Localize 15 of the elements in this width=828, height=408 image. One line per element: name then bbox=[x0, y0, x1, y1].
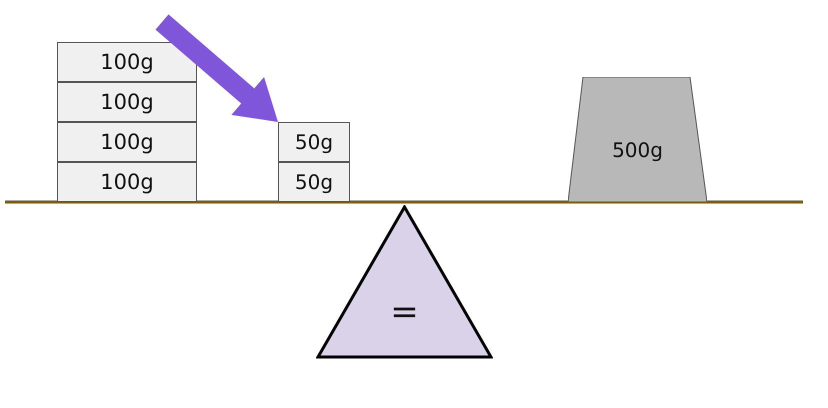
equals-sign: = bbox=[390, 292, 419, 332]
weight-block bbox=[57, 42, 197, 82]
weight-block bbox=[278, 122, 350, 162]
weight-label: 50g bbox=[294, 170, 334, 194]
weight-label: 100g bbox=[100, 130, 154, 154]
weight-label: 100g bbox=[100, 50, 154, 74]
weight-block bbox=[57, 162, 197, 202]
weight-label: 100g bbox=[100, 90, 154, 114]
weight-label: 100g bbox=[100, 170, 154, 194]
arrow bbox=[155, 14, 278, 122]
weight-block bbox=[57, 82, 197, 122]
weight-label: 50g bbox=[294, 130, 334, 154]
weight-label: 500g bbox=[612, 138, 663, 162]
weight-block bbox=[278, 162, 350, 202]
weight-block bbox=[57, 122, 197, 162]
